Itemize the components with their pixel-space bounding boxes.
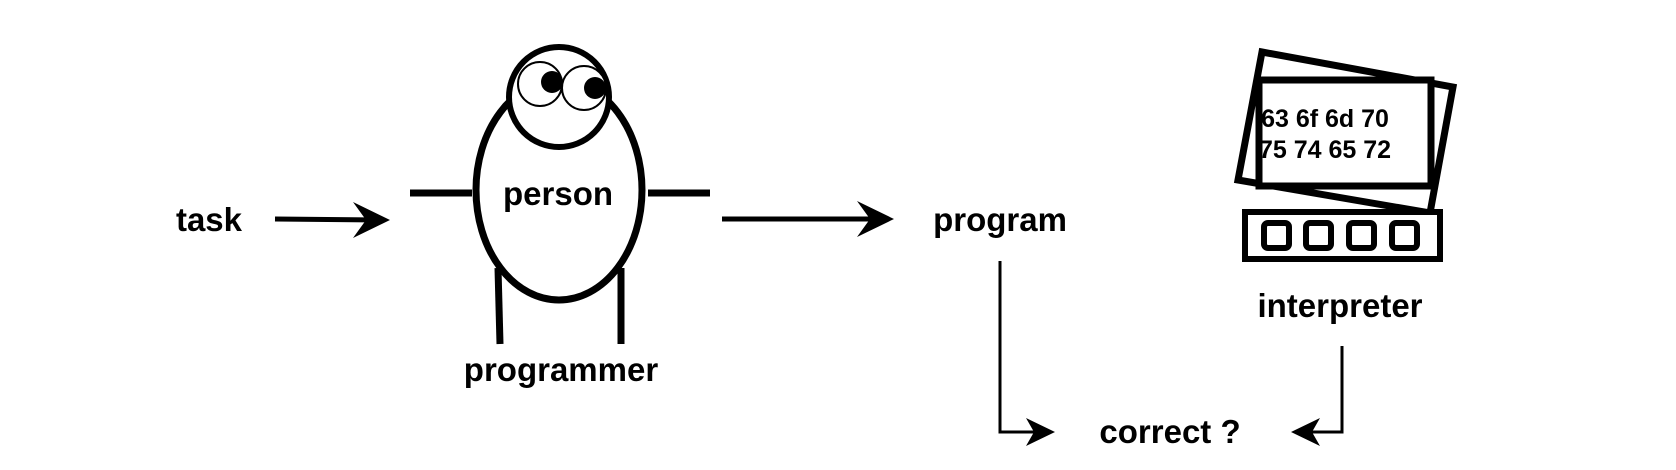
programmer-figure xyxy=(410,44,710,345)
screen-text-line-2: 75 74 65 72 xyxy=(1259,136,1391,164)
left-leg xyxy=(494,267,504,345)
person-label: person xyxy=(503,175,613,212)
arrow-interpreter-to-correct xyxy=(1291,346,1344,446)
eyes-icon xyxy=(517,61,607,111)
arrow-person-to-program xyxy=(722,201,894,237)
front-screen xyxy=(1255,76,1435,190)
computer-icon xyxy=(1233,47,1458,262)
screen-text-line-1: 63 6f 6d 70 xyxy=(1261,105,1389,133)
programmer-label: programmer xyxy=(464,351,659,388)
task-label: task xyxy=(176,201,243,238)
correct-label: correct ? xyxy=(1099,413,1240,450)
arrow-program-to-correct xyxy=(998,261,1055,446)
interpreter-label: interpreter xyxy=(1257,287,1422,324)
program-label: program xyxy=(933,201,1067,238)
arrow-task-to-person xyxy=(274,202,390,238)
